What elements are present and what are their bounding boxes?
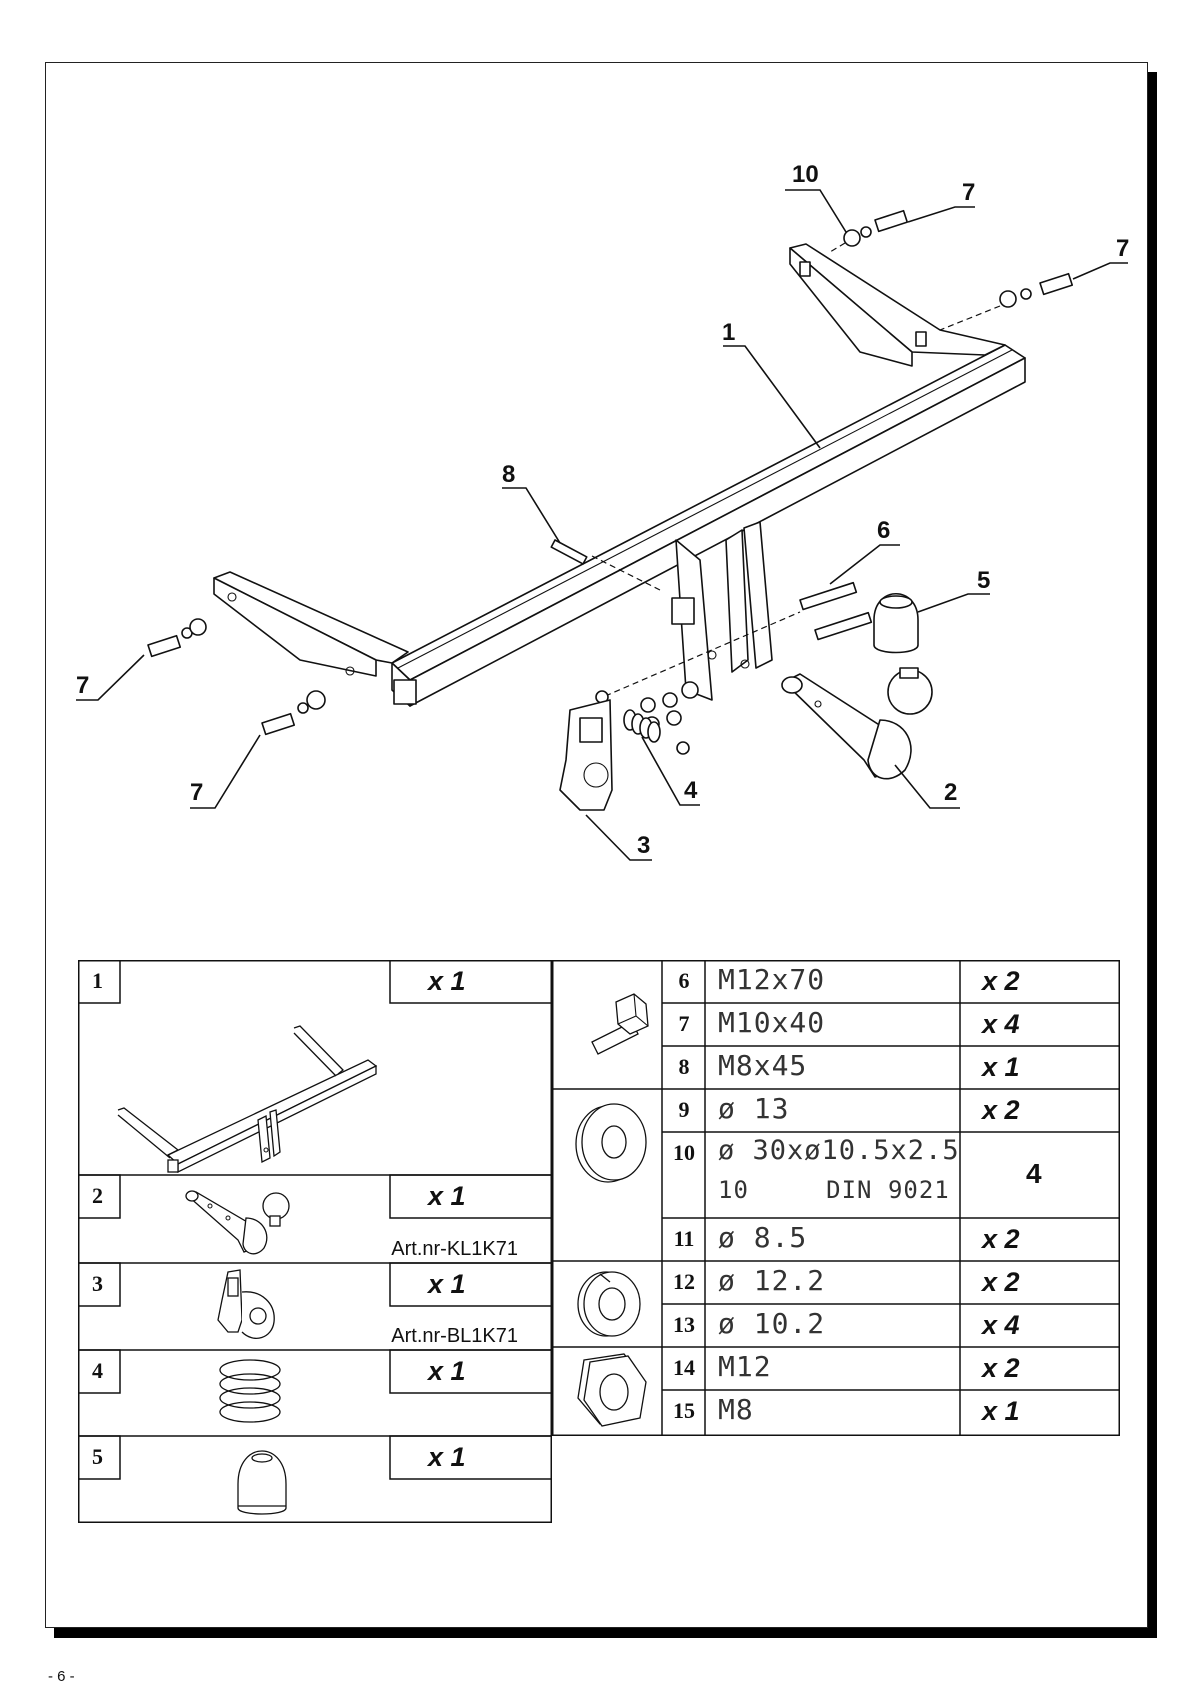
part-2-number: 2 (92, 1183, 103, 1208)
part-1-qty: x 1 (428, 966, 466, 996)
part-6-spec: M12x70 (718, 963, 826, 996)
part-12-number: 12 (673, 1269, 695, 1294)
part-8-spec: M8x45 (718, 1049, 808, 1082)
part-13-spec: ø 10.2 (718, 1307, 826, 1340)
part-10-qty: 4 (1026, 1158, 1042, 1189)
part-3-article: Art.nr-BL1K71 (391, 1325, 518, 1347)
part-10-spec-line2: 10 DIN 9021 (718, 1176, 950, 1204)
part-7-number: 7 (678, 1011, 690, 1036)
part-2-article: Art.nr-KL1K71 (391, 1238, 518, 1260)
callout-4: 4 (684, 777, 698, 804)
callout-6: 6 (877, 517, 890, 544)
callout-8: 8 (502, 461, 515, 488)
page-number: - 6 - (48, 1668, 75, 1685)
thumb-socket-plate (217, 1269, 275, 1339)
part-10-number: 10 (673, 1140, 695, 1165)
part-15-number: 15 (673, 1398, 695, 1423)
thumb-tow-bar (117, 1025, 378, 1174)
part-10-spec: ø 30xø10.5x2.5 (718, 1135, 960, 1166)
socket-plate (559, 699, 613, 811)
part-7-spec: M10x40 (718, 1006, 826, 1039)
part-9-number: 9 (678, 1097, 690, 1122)
part-3-number: 3 (92, 1271, 103, 1296)
part-2-qty: x 1 (428, 1181, 466, 1211)
tow-bar-beam (213, 243, 1026, 707)
parts-table-left-grid (78, 960, 552, 1523)
part-5-qty: x 1 (428, 1442, 466, 1472)
part-9-qty: x 2 (982, 1095, 1020, 1125)
parts-table-right: 6 M12x70 x 2 7 M10x40 x 4 8 M8x45 x 1 9 … (552, 960, 1120, 1436)
callout-2: 2 (944, 779, 957, 806)
part-11-qty: x 2 (982, 1224, 1020, 1254)
callout-1: 1 (722, 319, 735, 346)
callout-7-top: 7 (962, 179, 975, 206)
part-14-number: 14 (673, 1355, 695, 1380)
part-12-qty: x 2 (982, 1267, 1020, 1297)
part-7-qty: x 4 (982, 1009, 1020, 1039)
bolt-icon (591, 993, 649, 1055)
part-4-number: 4 (92, 1358, 103, 1383)
part-13-qty: x 4 (982, 1310, 1020, 1340)
callout-5: 5 (977, 567, 990, 594)
parts-table-right-grid (552, 960, 1120, 1436)
callout-7-bottom: 7 (190, 779, 203, 806)
part-6-qty: x 2 (982, 966, 1020, 996)
thumb-ball-hitch (185, 1190, 290, 1255)
part-14-qty: x 2 (982, 1353, 1020, 1383)
part-9-spec: ø 13 (718, 1092, 790, 1125)
part-6-number: 6 (678, 968, 690, 993)
part-5-number: 5 (92, 1444, 103, 1469)
part-15-spec: M8 (718, 1393, 754, 1426)
part-14-spec: M12 (718, 1350, 772, 1383)
thumb-ball-cover (237, 1450, 287, 1515)
part-11-number: 11 (673, 1226, 695, 1251)
ball-hitch (781, 667, 933, 780)
assembly-drawing: 10 7 7 1 8 6 5 7 7 4 2 3 (76, 161, 1129, 861)
callout-10: 10 (792, 161, 819, 188)
part-1-number: 1 (92, 968, 103, 993)
part-15-qty: x 1 (982, 1396, 1020, 1426)
ball-cover (873, 593, 919, 654)
thumb-spring (219, 1359, 281, 1423)
callout-3: 3 (637, 832, 650, 859)
parts-table-left: 1 x 1 2 x 1 Art.nr-KL1K71 3 x 1 Art.nr-B… (78, 960, 552, 1523)
part-8-qty: x 1 (982, 1052, 1020, 1082)
bolt-set (147, 209, 1074, 755)
nut-icon (577, 1353, 647, 1427)
part-3-qty: x 1 (428, 1269, 466, 1299)
callout-7-left: 7 (76, 672, 89, 699)
part-13-number: 13 (673, 1312, 695, 1337)
part-11-spec: ø 8.5 (718, 1221, 808, 1254)
part-8-number: 8 (678, 1054, 690, 1079)
callout-7-right: 7 (1116, 235, 1129, 262)
washer-icon (575, 1103, 647, 1183)
lock-washer-icon (577, 1271, 641, 1337)
spring-washer-stack (623, 709, 661, 743)
part-12-spec: ø 12.2 (718, 1264, 826, 1297)
part-4-qty: x 1 (428, 1356, 466, 1386)
